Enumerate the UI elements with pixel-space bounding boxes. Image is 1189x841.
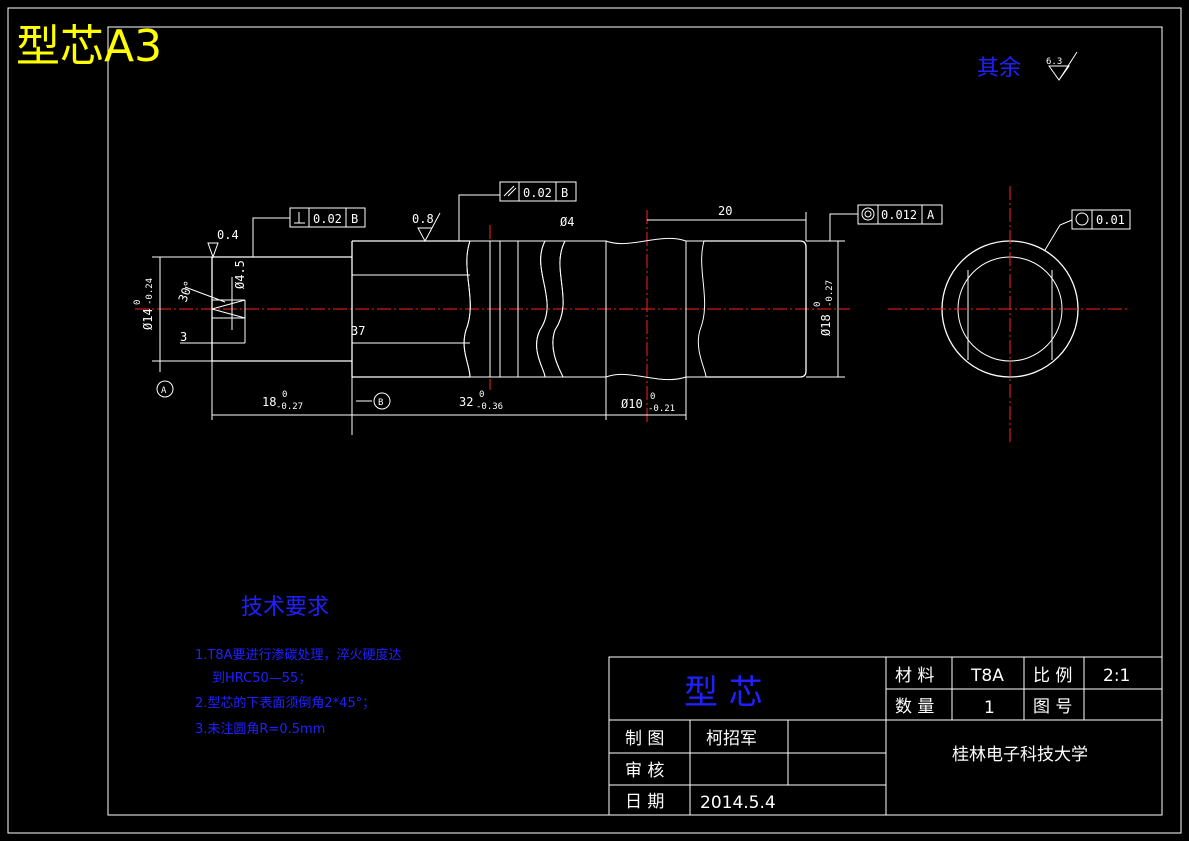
coax-datum: A <box>927 208 935 222</box>
tech-heading: 技术要求 <box>241 595 329 620</box>
date-label: 日 期 <box>625 792 664 812</box>
d14-up: 0 <box>133 300 143 305</box>
dimension-lines <box>152 194 858 435</box>
dimension-text: 0.4 0.8 0.02 B 0.02 B 0.012 A 0.01 Ø4 20… <box>133 186 1125 414</box>
gdt-roundness <box>1044 209 1131 251</box>
perp-datum: B <box>351 212 358 226</box>
pin-dia: Ø4 <box>560 215 574 229</box>
roughness-08: 0.8 <box>412 212 434 226</box>
len-32-lo: -0.36 <box>476 402 503 412</box>
surface-value: 6.3 <box>1046 57 1062 67</box>
part-front-view <box>135 210 850 425</box>
d14: Ø14 <box>141 308 155 330</box>
roughness-symbol-icon <box>1048 51 1078 81</box>
tech-line-1: 1.T8A要进行渗碳处理，淬火硬度达 <box>195 647 402 663</box>
perpendicular-icon <box>294 212 305 224</box>
gdt-perpendicularity <box>289 207 366 228</box>
angle: 30° <box>176 279 197 304</box>
corner-title: 型芯A3 <box>16 21 162 72</box>
len-37: 37 <box>351 324 365 338</box>
scale-label: 比 例 <box>1033 666 1072 686</box>
qty-value: 1 <box>984 698 995 718</box>
round-tol: 0.01 <box>1096 213 1125 227</box>
drawn-value: 柯招军 <box>706 729 757 749</box>
tech-requirements: 技术要求 1.T8A要进行渗碳处理，淬火硬度达 到HRC50—55； 2.型芯的… <box>195 595 402 737</box>
tech-line-3: 3.未注圆角R=0.5mm <box>195 722 325 737</box>
part-name: 型 芯 <box>684 673 763 713</box>
school-name: 桂林电子科技大学 <box>952 745 1088 765</box>
tech-line-2: 2.型芯的下表面须倒角2*45°； <box>195 695 375 711</box>
len-18: 18 <box>262 395 276 409</box>
drawing-no-label: 图 号 <box>1033 697 1072 717</box>
perp-tol: 0.02 <box>313 212 342 226</box>
runout-tol: 0.02 <box>523 186 552 200</box>
len-18-lo: -0.27 <box>276 402 303 412</box>
d18-up: 0 <box>813 302 823 307</box>
d10-lo: -0.21 <box>648 404 675 414</box>
surface-note: 其余 <box>977 56 1021 81</box>
d14-lo: -0.24 <box>145 278 155 305</box>
hole-dia: Ø4.5 <box>233 260 247 289</box>
runout-datum: B <box>561 186 568 200</box>
len-3: 3 <box>180 330 187 344</box>
date-value: 2014.5.4 <box>700 793 776 813</box>
runout-icon <box>503 185 517 197</box>
len-32-up: 0 <box>479 390 484 400</box>
drawn-label: 制 图 <box>625 729 664 749</box>
checked-label: 审 核 <box>625 761 664 781</box>
part-side-view <box>888 186 1130 442</box>
material-value: T8A <box>970 666 1004 686</box>
coax-tol: 0.012 <box>881 208 917 222</box>
material-label: 材 料 <box>895 666 934 686</box>
outer-frame <box>7 7 1182 834</box>
datum-a: A <box>161 386 167 396</box>
len-20: 20 <box>718 204 732 218</box>
d18-lo: -0.27 <box>825 280 835 307</box>
d10: Ø10 <box>621 397 643 411</box>
tech-line-1b: 到HRC50—55； <box>212 671 311 686</box>
d18: Ø18 <box>819 314 833 336</box>
roughness-04: 0.4 <box>217 228 239 242</box>
datum-b: B <box>378 398 383 408</box>
qty-label: 数 量 <box>895 697 934 717</box>
roundness-icon <box>1075 212 1089 226</box>
d10-up: 0 <box>650 392 655 402</box>
coaxiality-icon <box>861 207 875 221</box>
scale-value: 2:1 <box>1103 666 1130 686</box>
title-block: 型 芯 材 料 T8A 比 例 2:1 数 量 1 图 号 制 图 柯招军 审 … <box>608 656 1163 816</box>
gdt-coaxiality <box>857 204 943 225</box>
gdt-runout <box>499 181 577 202</box>
len-18-up: 0 <box>282 390 287 400</box>
len-32: 32 <box>459 395 473 409</box>
